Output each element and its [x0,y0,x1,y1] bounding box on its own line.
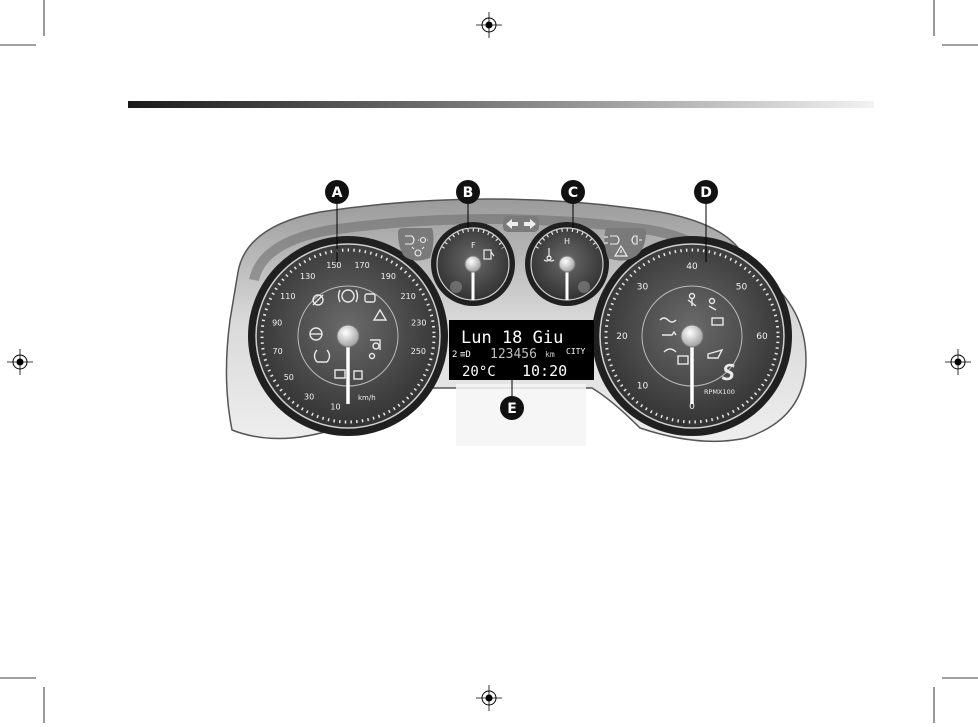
battery-icon [711,317,724,326]
glow-plug-icon [368,352,376,360]
side-lights-icon [418,236,428,244]
steering-icon [309,327,323,341]
temp-hub [558,255,576,273]
bulb-failure-icon [411,246,425,257]
speedometer-tick-110: 110 [280,292,295,301]
rev-counter-tick-labels: 0 10 20 30 40 50 60 [616,262,768,412]
rev-counter-hub [680,324,704,348]
rev-counter-unit: RPMX100 [704,388,735,396]
fuel-full-mark: F [471,241,476,250]
oil-pressure-icon [707,348,724,359]
temp-hot-mark: H [564,237,570,246]
registration-mark-bottom [476,685,502,711]
registration-mark-top [476,12,502,38]
tyre-pressure-icon [313,349,331,363]
turn-right-icon [524,219,536,229]
rev-counter-tick-20: 20 [616,332,628,342]
fuel-pump-icon [483,249,495,260]
display-gear: 2 [452,350,457,360]
dpf-icon [334,369,346,379]
speedometer-tick-190: 190 [381,272,396,281]
registration-mark-left [7,349,33,375]
speedometer-tick-70: 70 [273,347,283,356]
speedometer-tick-130: 130 [300,272,315,281]
speedometer-tick-30: 30 [304,392,314,401]
display-clock: 10:20 [522,362,567,380]
seatbelt-icon [687,292,697,307]
main-beam-icon [604,235,620,245]
speedometer-tick-90: 90 [272,319,282,328]
display-date: Lun 18 Giu [461,328,563,348]
callout-letter-b: B [463,185,474,201]
speedometer-unit: km/h [358,394,376,402]
display-lamp-level: ≡D [460,350,471,360]
rev-counter-warning-icons [659,292,724,365]
rev-counter-tick-50: 50 [736,283,748,293]
rev-counter-tick-30: 30 [637,283,649,293]
speedometer-tick-230: 230 [411,319,426,328]
speedometer-tick-170: 170 [354,261,369,270]
display-odometer-unit: km [545,350,555,359]
callout-D: D [694,180,718,204]
top-right-indicators [604,228,646,261]
rev-counter-tick-40: 40 [686,262,698,272]
speedometer-tick-150: 150 [326,261,341,270]
turn-left-icon [506,219,518,229]
top-left-indicators [398,228,434,261]
low-fuel-icon [353,370,363,380]
fuel-hub [464,255,482,273]
display-temperature: 20°C [462,364,496,380]
rev-counter-tick-10: 10 [637,382,649,392]
speedometer-tick-10: 10 [330,403,340,412]
cruise-control-icon [663,348,677,353]
general-warning-icon [613,244,629,257]
callout-letter-e: E [507,401,517,417]
airbag-off-icon [312,294,324,306]
fuel-gauge: F [431,222,515,306]
callout-C: C [561,180,585,204]
callout-B: B [456,180,480,204]
speedometer-tick-210: 210 [401,292,416,301]
speedometer-tick-250: 250 [411,347,426,356]
speedometer-tick-labels: 10 30 50 70 90 110 130 150 170 190 210 230 250 [272,261,426,412]
multifunction-display: Lun 18 Giu 2 ≡D 123456 km CITY 20°C 10:2… [449,320,594,380]
callout-letter-a: A [332,185,343,201]
callout-E: E [500,396,524,420]
header-gradient-bar [128,101,874,108]
esp-icon [364,293,376,303]
preheat-icon [659,317,677,323]
fuel-filter-icon [677,355,689,365]
callout-A: A [325,180,349,204]
rev-counter-tick-0: 0 [689,402,695,412]
display-odometer: 123456 [490,347,537,362]
registration-mark-right [945,349,971,375]
coolant-temperature-gauge: H [525,222,609,306]
callout-letter-d: D [700,185,712,201]
speedometer: 10 30 50 70 90 110 130 150 170 190 210 230 250 km/h [248,236,448,436]
airbag-icon [708,297,717,311]
hazard-triangle-icon [372,308,388,321]
brake-icon [337,289,359,303]
rear-fog-light-icon [631,235,642,245]
rev-counter-tick-60: 60 [756,332,768,342]
speedometer-warning-icons [309,289,388,380]
door-open-icon [370,339,381,350]
rev-counter: 0 10 20 30 40 50 60 RPMX100 S [592,236,792,436]
callout-letter-c: C [568,185,578,201]
display-drive-mode: CITY [566,347,585,356]
turn-indicators [503,216,539,232]
coolant-temperature-icon [543,248,555,262]
speedometer-tick-50: 50 [284,373,294,382]
sport-logo: S [722,361,735,386]
engine-check-icon [662,330,677,336]
front-fog-light-icon [405,235,415,245]
speedometer-hub [336,324,360,348]
